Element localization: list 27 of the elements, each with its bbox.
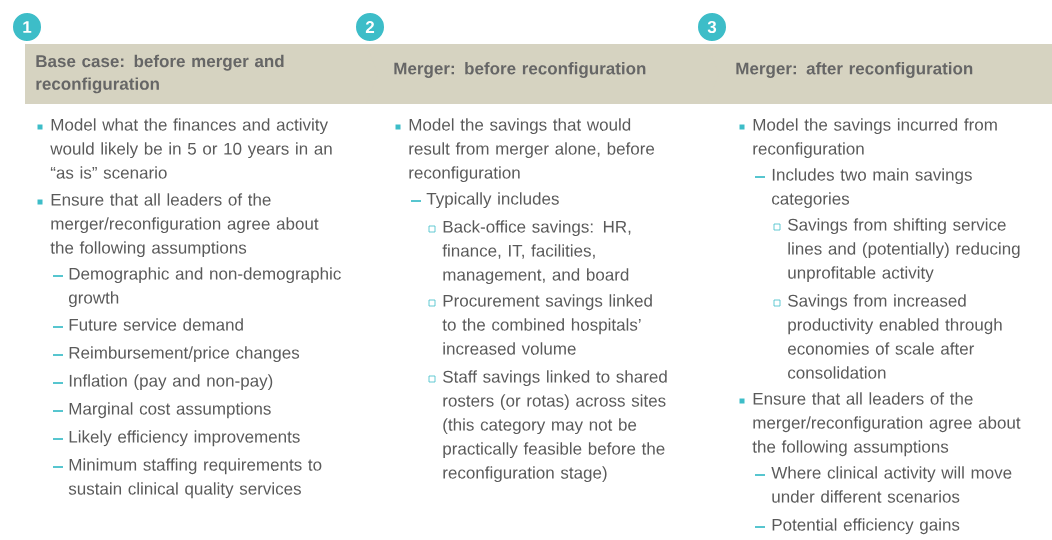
bullet-text: Demographic and non-demographic growth bbox=[69, 267, 341, 308]
node-label: Merger: before reconfiguration bbox=[394, 62, 646, 78]
bullet-text: Potential efficiency gains bbox=[772, 518, 960, 535]
bullet-text: Savings from shifting service lines and (potentially) reducing unprofitable activity bbox=[788, 218, 1020, 283]
bullet-text: Future service demand bbox=[69, 318, 243, 331]
node-label: Merger: after reconfiguration bbox=[736, 62, 973, 78]
bullet-text: Reimbursement/price changes bbox=[69, 346, 300, 363]
bullet-text: Model the savings incurred from reconfiguration bbox=[753, 118, 997, 159]
bullet-text: Ensure that all leaders of the merger/reconfiguration agree about the following assumptions bbox=[50, 193, 319, 258]
bullet-text: Marginal cost assumptions bbox=[69, 402, 271, 419]
bullet-text: Savings from increased productivity enabled through economies of scale after consolidation bbox=[788, 294, 1002, 379]
bullet-text: Where clinical activity will move under different scenarios bbox=[771, 466, 1012, 503]
chevron-band: Merger: before reconfiguration bbox=[366, 44, 725, 104]
bullet-text: Back-office savings: HR, finance, IT, facilities, management, and board bbox=[442, 220, 631, 285]
bullet-text: Likely efficiency improvements bbox=[69, 430, 300, 447]
bullet-text: Ensure that all leaders of the merger/reconfiguration agree about the following assumptions bbox=[752, 392, 1021, 457]
bullet-text: Model what the finances and activity would likely be in 5 or 10 years in an “as is” scenario bbox=[50, 118, 332, 179]
bullet-text: Inflation (pay and non-pay) bbox=[69, 374, 273, 391]
bullet-text: Procurement savings linked to the combined hospitals’ increased volume bbox=[442, 294, 652, 355]
bullet-text: Model the savings that would result from merger alone, before reconfiguration bbox=[409, 118, 655, 183]
node-label: Base case: before merger and reconfiguration bbox=[36, 54, 284, 94]
bullet-text: Staff savings linked to shared rosters (or rotas) across sites (this category may not be practically feasible before the reconfiguration stage) bbox=[443, 370, 667, 483]
bullet-text: Minimum staffing requirements to sustain clinical quality services bbox=[68, 458, 322, 499]
bullet-text: Typically includes bbox=[426, 192, 559, 209]
bullet-text: Includes two main savings categories bbox=[772, 168, 972, 209]
chevron-band: Merger: after reconfiguration bbox=[707, 44, 1052, 104]
chevron-band: Base case: before merger and reconfiguration bbox=[25, 44, 384, 104]
